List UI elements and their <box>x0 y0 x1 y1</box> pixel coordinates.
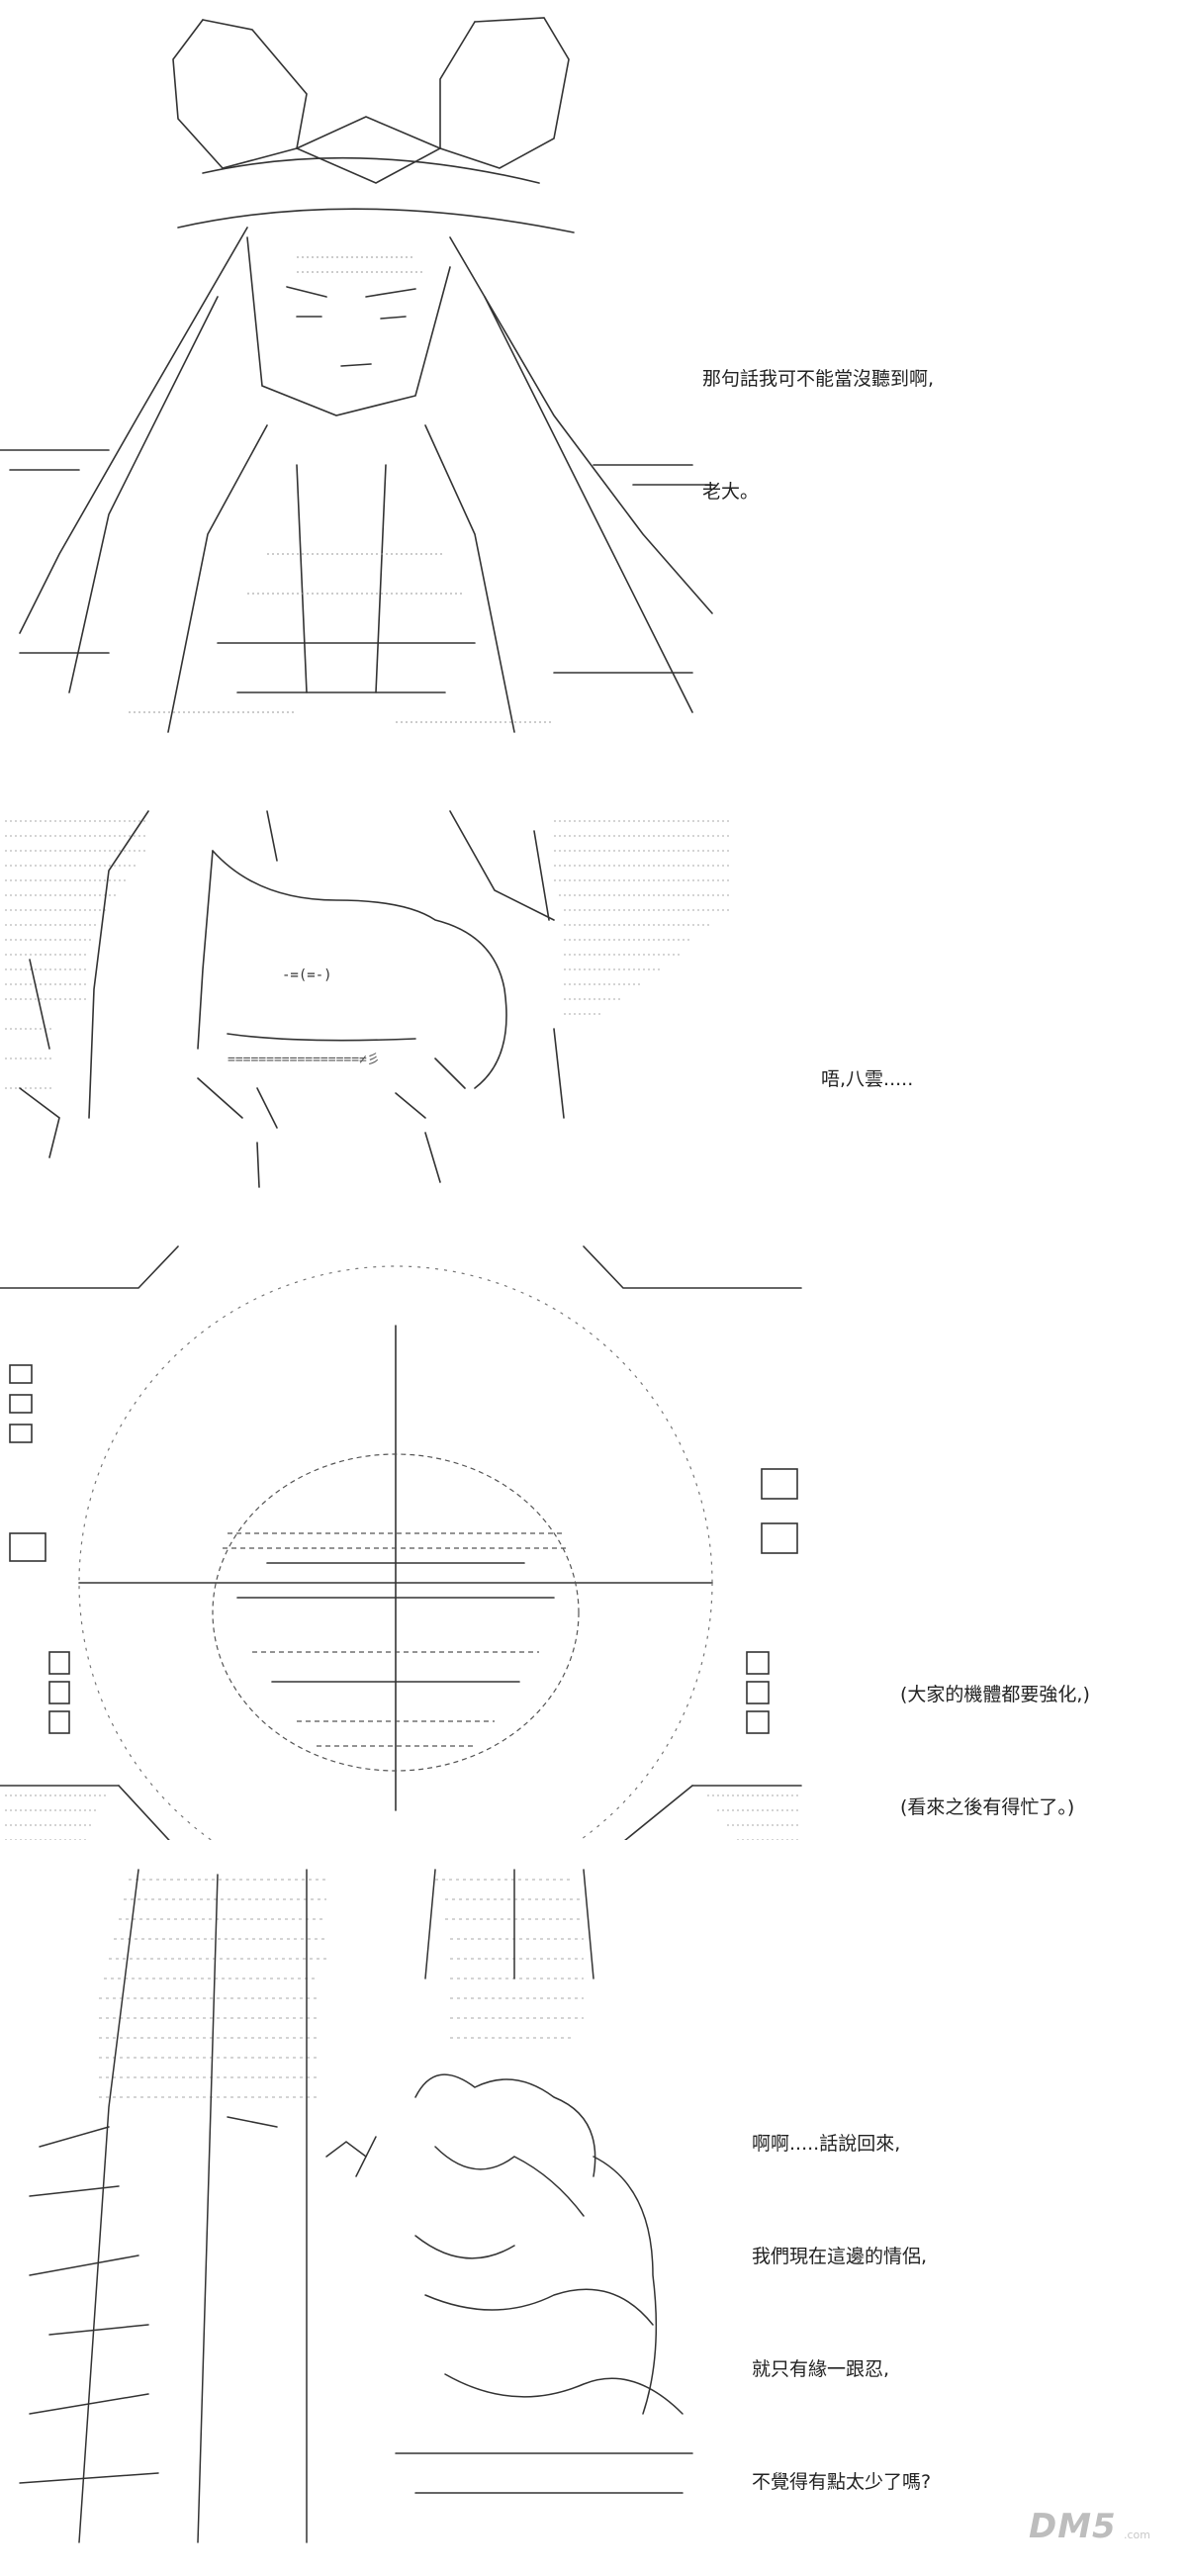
caption-line: (大家的機體都要強化,) <box>900 1684 1090 1705</box>
ascii-art-street-scene <box>19 1869 693 2543</box>
panel-3-caption: (大家的機體都要強化,) (看來之後有得忙了。) <box>900 1601 1090 1901</box>
panel-2-caption: 唔,八雲..... <box>821 985 913 1173</box>
site-watermark: DM5 .com <box>1029 2505 1177 2546</box>
sleeping-face-glyph: -=(=-) <box>282 967 332 983</box>
ascii-art-sleeping-face: -=(=-) =================≠彡 <box>5 810 732 1188</box>
caption-line: 唔,八雲..... <box>821 1068 914 1090</box>
caption-line: 老大。 <box>702 481 760 503</box>
panel-1: 那句話我可不能當沒聽到啊, 老大。 <box>0 0 1187 772</box>
hair-strokes-glyph: =================≠彡 <box>228 1053 380 1067</box>
caption-line: 啊啊.....話說回來, <box>752 2133 901 2155</box>
caption-line: 就只有緣一跟忍, <box>752 2358 890 2380</box>
panel-4-caption: 啊啊.....話說回來, 我們現在這邊的情侶, 就只有緣一跟忍, 不覺得有點太少… <box>752 2050 931 2576</box>
caption-line: 那句話我可不能當沒聽到啊, <box>702 368 935 390</box>
ascii-art-targeting-screen <box>0 1245 802 1840</box>
caption-line: 不覺得有點太少了嗎? <box>752 2471 932 2493</box>
caption-line: (看來之後有得忙了。) <box>900 1796 1075 1818</box>
ascii-art-girl-with-ribbon <box>0 17 713 733</box>
caption-line: 我們現在這邊的情侶, <box>752 2246 928 2267</box>
panel-4: 啊啊.....話說回來, 我們現在這邊的情侶, 就只有緣一跟忍, 不覺得有點太少… <box>0 1860 1187 2552</box>
watermark-suffix: .com <box>1124 2529 1150 2541</box>
panel-3: (大家的機體都要強化,) (看來之後有得忙了。) <box>0 1227 1187 1840</box>
panel-2: -=(=-) =================≠彡 唔,八雲..... <box>0 791 1187 1207</box>
panel-1-caption: 那句話我可不能當沒聽到啊, 老大。 <box>702 285 934 586</box>
watermark-logo: DM5 <box>1029 2507 1117 2546</box>
